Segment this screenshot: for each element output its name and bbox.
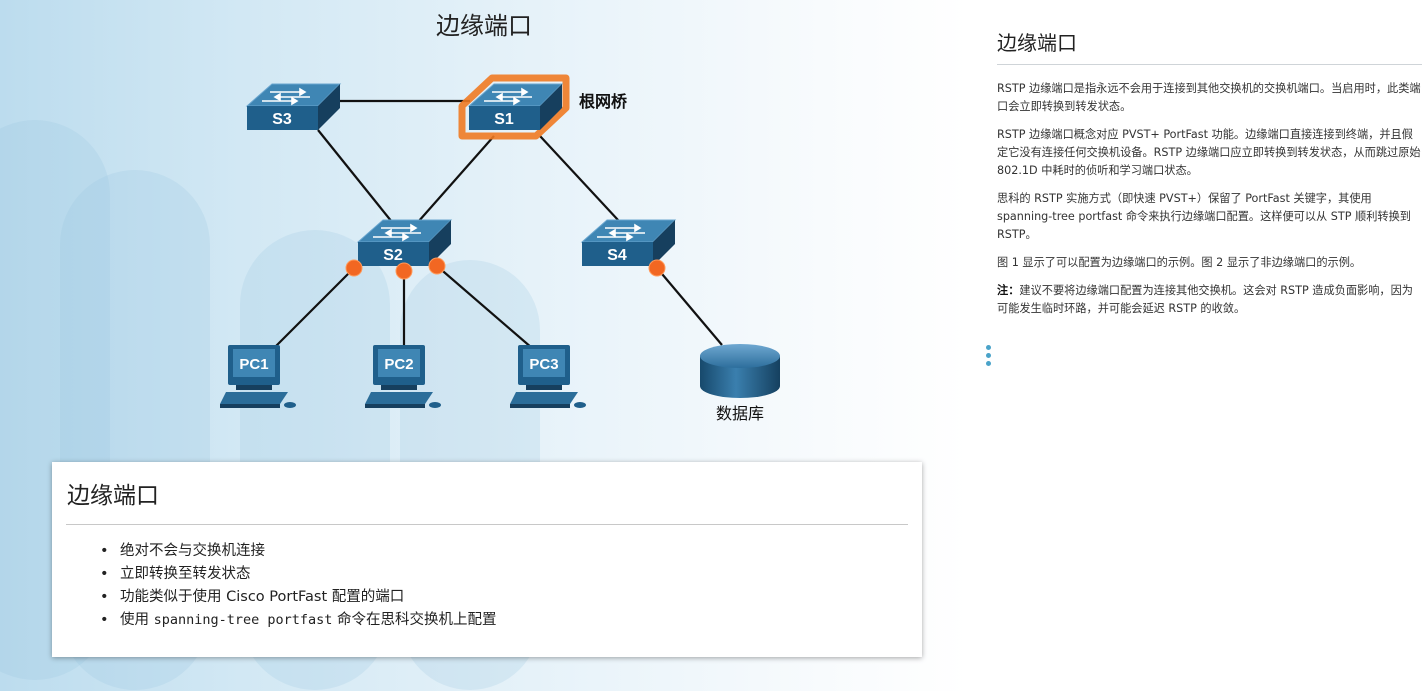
panel-resize-handle[interactable]	[986, 345, 992, 367]
note-text: 建议不要将边缘端口配置为连接其他交换机。这会对 RSTP 造成负面影响，因为可能…	[997, 284, 1413, 315]
pc3-label: PC3	[529, 356, 558, 373]
switch-s4: S4	[580, 219, 677, 266]
switch-s2: S2	[356, 219, 453, 266]
figure-title: 边缘端口	[436, 12, 532, 40]
link-s1-s4	[539, 135, 619, 221]
link-s2-pc1	[273, 267, 355, 349]
pc2-label: PC2	[384, 356, 413, 373]
list-item-suffix: 命令在思科交换机上配置	[332, 612, 497, 628]
edge-port-marker	[428, 257, 446, 275]
summary-card: 边缘端口 绝对不会与交换机连接 立即转换至转发状态 功能类似于使用 Cisco …	[52, 462, 922, 657]
switch-s1-label: S1	[494, 111, 514, 128]
divider	[66, 524, 908, 525]
list-item-text: 功能类似于使用 Cisco PortFast 配置的端口	[120, 589, 405, 605]
database-icon	[700, 344, 780, 398]
link-s4-database	[656, 267, 723, 346]
divider	[997, 64, 1422, 65]
bullet-list: 绝对不会与交换机连接 立即转换至转发状态 功能类似于使用 Cisco PortF…	[100, 540, 497, 632]
list-item: 功能类似于使用 Cisco PortFast 配置的端口	[100, 586, 497, 609]
list-item-text: 绝对不会与交换机连接	[120, 543, 265, 559]
link-s1-s2	[417, 135, 495, 223]
network-topology: S3 S1 根网桥 S2	[220, 74, 780, 423]
note-paragraph: 注：建议不要将边缘端口配置为连接其他交换机。这会对 RSTP 造成负面影响，因为…	[997, 282, 1422, 318]
paragraph: RSTP 边缘端口概念对应 PVST+ PortFast 功能。边缘端口直接连接…	[997, 128, 1421, 177]
switch-s4-label: S4	[607, 247, 627, 264]
link-s3-s2	[317, 129, 393, 223]
edge-port-marker	[648, 259, 666, 277]
database-label: 数据库	[716, 404, 764, 423]
root-bridge-label: 根网桥	[579, 92, 628, 111]
list-item: 立即转换至转发状态	[100, 563, 497, 586]
edge-port-marker	[395, 262, 413, 280]
switch-s2-label: S2	[383, 247, 403, 264]
card-title: 边缘端口	[67, 483, 159, 509]
figure-panel: 边缘端口	[0, 0, 968, 691]
pc-pc3: PC3	[510, 345, 586, 408]
switch-s3: S3	[245, 83, 342, 130]
panel-body: RSTP 边缘端口是指永远不会用于连接到其他交换机的交换机端口。当启用时，此类端…	[997, 80, 1422, 328]
pc1-label: PC1	[239, 356, 268, 373]
paragraph: RSTP 边缘端口是指永远不会用于连接到其他交换机的交换机端口。当启用时，此类端…	[997, 82, 1421, 113]
list-item-prefix: 使用	[120, 612, 154, 628]
list-item: 使用 spanning-tree portfast 命令在思科交换机上配置	[100, 609, 497, 632]
list-item-text: 立即转换至转发状态	[120, 566, 251, 582]
paragraph: 图 1 显示了可以配置为边缘端口的示例。图 2 显示了非边缘端口的示例。	[997, 256, 1362, 269]
switch-s1: S1	[458, 74, 570, 140]
switch-s3-label: S3	[272, 111, 292, 128]
edge-port-marker	[345, 259, 363, 277]
note-label: 注：	[997, 284, 1020, 297]
pc-pc2: PC2	[365, 345, 441, 408]
command-text: spanning-tree portfast	[153, 612, 333, 628]
list-item: 绝对不会与交换机连接	[100, 540, 497, 563]
paragraph: 思科的 RSTP 实施方式（即快速 PVST+）保留了 PortFast 关键字…	[997, 192, 1411, 241]
panel-title: 边缘端口	[997, 31, 1077, 55]
link-s2-pc3	[436, 265, 533, 349]
pc-pc1: PC1	[220, 345, 296, 408]
